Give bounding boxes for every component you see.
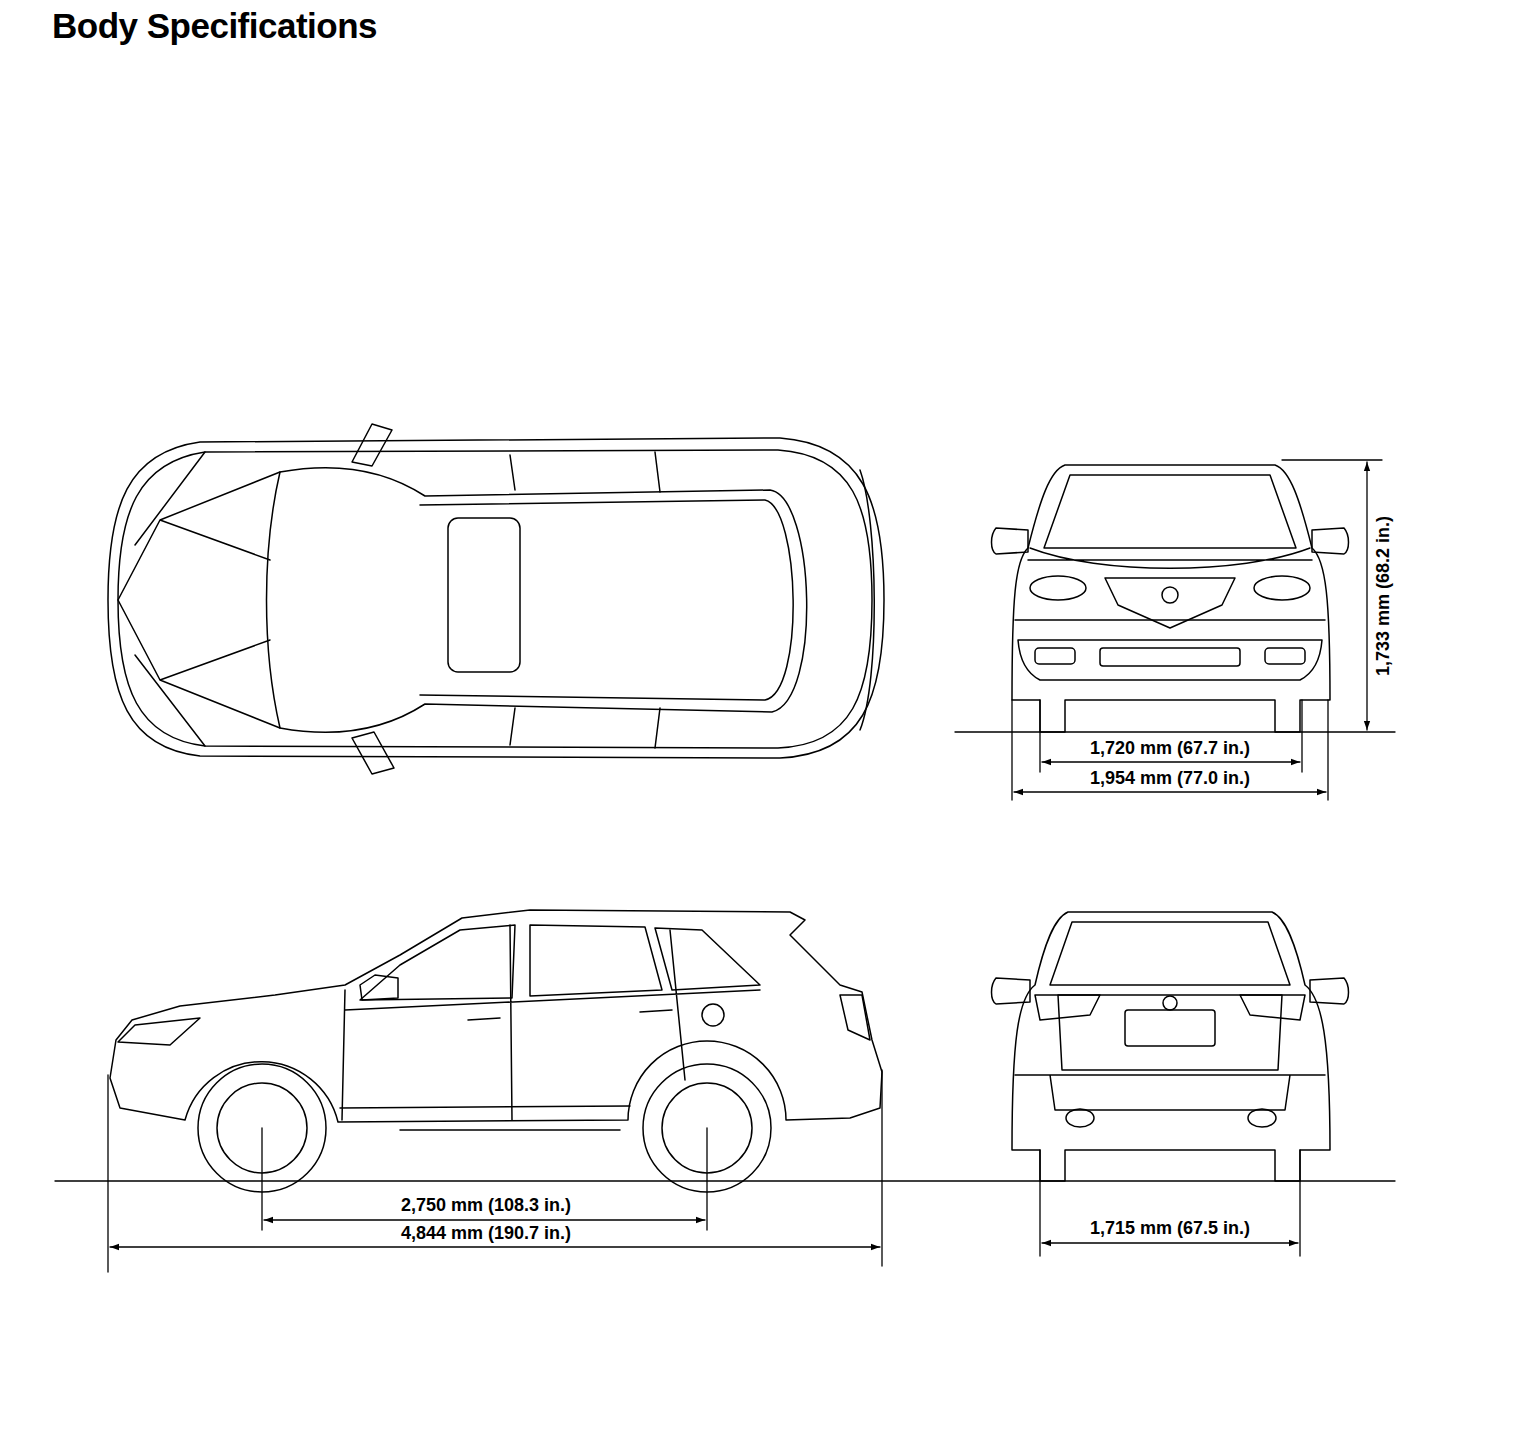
page-title: Body Specifications: [52, 6, 377, 46]
fuel-door: [702, 1004, 724, 1026]
dimension-label: 2,750 mm (108.3 in.): [398, 1195, 574, 1215]
extension-line: [1301, 700, 1302, 772]
front-window: [360, 925, 515, 1000]
fog-lamp: [1035, 648, 1075, 664]
door-lines: [342, 925, 760, 1120]
dimension-line: [110, 1246, 880, 1247]
headlight: [118, 1018, 200, 1045]
hood-lines: [118, 452, 280, 746]
body-outline: [1012, 912, 1330, 1181]
rocker: [340, 1106, 630, 1130]
extension-line: [1039, 1150, 1040, 1256]
roof-glass: [267, 468, 807, 732]
dimension-label: 1,720 mm (67.7 in.): [1087, 738, 1253, 758]
fog-lamp: [1265, 648, 1305, 664]
dimension-label: 1,954 mm (77.0 in.): [1087, 768, 1253, 788]
mirror: [992, 528, 1029, 554]
headlight: [1030, 576, 1086, 600]
front-view: [992, 465, 1349, 732]
mirror: [352, 732, 394, 774]
top-view: [108, 424, 884, 774]
lower-grille: [1100, 648, 1240, 666]
dimension-line: [1042, 761, 1300, 762]
sunroof: [448, 518, 520, 672]
ground-line: [55, 1180, 1395, 1181]
dimension-line: [1366, 462, 1367, 730]
taillight: [1035, 995, 1100, 1020]
door-handle: [468, 1010, 672, 1020]
taillight: [1240, 995, 1305, 1020]
extension-line: [261, 1128, 262, 1230]
roof: [420, 500, 793, 700]
extension-line: [1299, 1150, 1300, 1256]
extension-line: [706, 1128, 707, 1230]
dimension-line: [1014, 791, 1326, 792]
dimension-label: 1,733 mm (68.2 in.): [1373, 513, 1393, 679]
body-outline: [1012, 465, 1330, 732]
extension-line: [881, 1070, 882, 1266]
exhaust: [1066, 1109, 1094, 1127]
extension-line: [1282, 459, 1382, 460]
taillight: [840, 995, 870, 1040]
hood: [1028, 548, 1312, 568]
side-view: [110, 910, 882, 1192]
rear-end: [860, 470, 874, 730]
mirror: [360, 975, 398, 1000]
rear-window: [530, 925, 662, 996]
windshield: [1044, 475, 1296, 548]
extension-line: [107, 1075, 108, 1272]
body-outline: [108, 438, 884, 758]
rear-window: [1050, 922, 1290, 985]
headlight: [1254, 576, 1310, 600]
mirror: [992, 978, 1031, 1004]
dimension-label: 4,844 mm (190.7 in.): [398, 1223, 574, 1243]
license-plate: [1125, 1010, 1215, 1046]
door-lines: [510, 452, 660, 748]
dimension-line: [1042, 1242, 1298, 1243]
rear-view: [992, 912, 1349, 1181]
extension-line: [1039, 700, 1040, 772]
mirror: [1312, 528, 1349, 554]
emblem: [1162, 587, 1178, 603]
dimension-line: [264, 1219, 705, 1220]
emblem: [1163, 996, 1177, 1010]
mirror: [352, 424, 392, 466]
dimension-lines: [55, 460, 1395, 1272]
exhaust: [1248, 1109, 1276, 1127]
bumper: [1015, 620, 1325, 680]
body-outline: [110, 910, 882, 1122]
tailgate: [1058, 995, 1282, 1070]
body-inner: [118, 450, 872, 748]
extension-line: [1011, 700, 1012, 800]
extension-line: [1327, 700, 1328, 800]
bumper: [1015, 1075, 1325, 1110]
mirror: [1310, 978, 1349, 1004]
dimension-label: 1,715 mm (67.5 in.): [1087, 1218, 1253, 1238]
ground-line: [955, 731, 1395, 732]
